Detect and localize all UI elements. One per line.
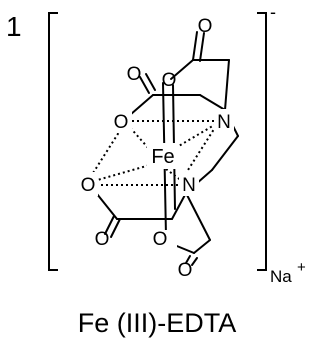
atom-labels: Fe N N O O O O O O O O	[81, 16, 231, 281]
o-atom-carbonyl-bottom-left: O	[95, 229, 110, 250]
complex-charge: -	[270, 2, 276, 22]
left-bracket	[48, 12, 58, 271]
right-bracket	[257, 12, 267, 271]
counterion-symbol: Na	[270, 267, 292, 286]
compound-caption: Fe (III)-EDTA	[78, 308, 237, 338]
counterion-charge: +	[297, 259, 306, 276]
n-atom-top: N	[217, 112, 231, 133]
atom-label-masks	[78, 109, 234, 248]
fe-atom: Fe	[151, 146, 174, 168]
n-atom-bottom: N	[182, 175, 196, 196]
o-atom-carbonyl-top-left: O	[127, 64, 142, 85]
o-atom-carbonyl-top-right: O	[198, 16, 213, 37]
compound-number: 1	[6, 11, 22, 42]
o-atom-coord-left-top: O	[114, 112, 129, 133]
o-atom-ring-bottom: O	[153, 229, 168, 250]
o-atom-coord-left-bottom: O	[81, 175, 96, 196]
o-atom-ring-top: O	[162, 70, 177, 91]
o-atom-carbonyl-bottom-right: O	[178, 260, 193, 281]
